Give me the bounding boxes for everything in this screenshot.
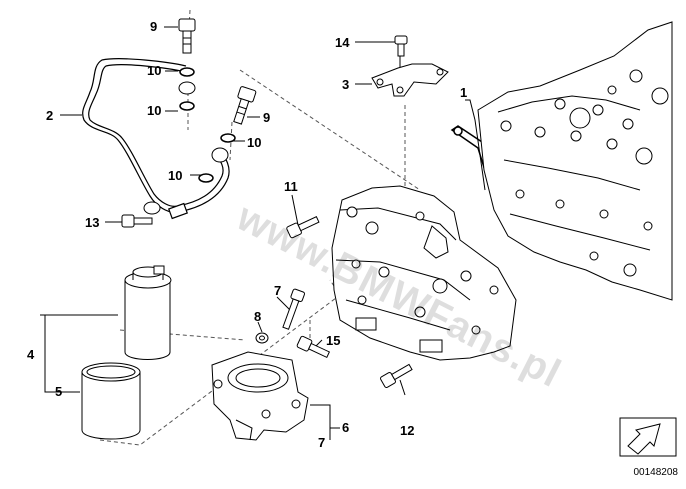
bolt-7 <box>282 288 305 330</box>
callout-7[interactable]: 7 <box>318 435 326 450</box>
bolt-14 <box>394 35 408 57</box>
callout-4[interactable]: 4 <box>27 347 35 362</box>
banjo-fittings <box>143 81 229 215</box>
filter-cartridge <box>124 265 172 360</box>
callout-7[interactable]: 7 <box>274 283 282 298</box>
leader-8 <box>257 321 263 333</box>
bolt-12 <box>380 363 413 388</box>
bolt-15 <box>296 335 331 359</box>
callout-2[interactable]: 2 <box>46 108 54 123</box>
filter-housing <box>211 351 309 441</box>
cylinder-head <box>477 21 673 301</box>
callout-9[interactable]: 9 <box>150 19 158 34</box>
dash-upper <box>239 69 421 191</box>
control-housing <box>331 185 517 361</box>
leader-11 <box>291 194 299 226</box>
bolt-9b <box>233 86 257 125</box>
leader-7a <box>276 296 291 311</box>
callout-11[interactable]: 11 <box>284 179 298 194</box>
dash-9b <box>229 121 233 161</box>
callout-1[interactable]: 1 <box>460 85 468 100</box>
callout-10[interactable]: 10 <box>247 135 262 150</box>
arrow-next-icon[interactable] <box>619 417 677 457</box>
bolt-13 <box>121 214 153 228</box>
nut-8 <box>255 332 269 344</box>
diagram-id: 00148208 <box>633 467 679 478</box>
oil-pipe <box>82 58 230 220</box>
callout-10[interactable]: 10 <box>147 63 162 78</box>
callout-15[interactable]: 15 <box>326 333 341 348</box>
callout-10[interactable]: 10 <box>147 103 162 118</box>
leader-4 <box>40 314 68 393</box>
callout-9[interactable]: 9 <box>263 110 271 125</box>
callout-14[interactable]: 14 <box>335 35 350 50</box>
filter-element <box>81 362 141 440</box>
callout-13[interactable]: 13 <box>85 215 100 230</box>
callout-12[interactable]: 12 <box>400 423 415 438</box>
callout-5[interactable]: 5 <box>55 384 63 399</box>
bolt-11 <box>286 216 320 239</box>
callout-10[interactable]: 10 <box>168 168 183 183</box>
leader-6 <box>310 404 340 429</box>
callout-8[interactable]: 8 <box>254 309 262 324</box>
leader-12 <box>399 379 406 396</box>
callout-6[interactable]: 6 <box>342 420 350 435</box>
bracket-3 <box>371 63 449 97</box>
callout-3[interactable]: 3 <box>342 77 350 92</box>
bolt-9a <box>178 18 196 54</box>
washers-10 <box>179 67 236 183</box>
